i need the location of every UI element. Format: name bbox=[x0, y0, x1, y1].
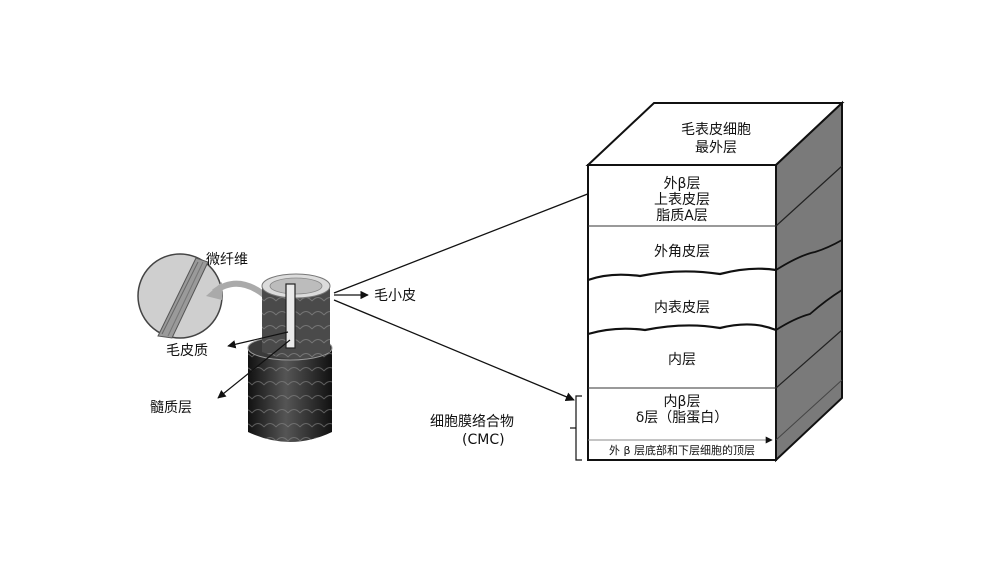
medulla-core bbox=[285, 283, 296, 349]
layer-inner-beta: 内β层 bbox=[664, 394, 701, 410]
endocuticle-boundary bbox=[587, 323, 777, 336]
label-cmc: 细胞膜络合物 bbox=[430, 414, 514, 430]
hair-cylinder bbox=[247, 273, 333, 442]
layer-inner: 内层 bbox=[668, 352, 696, 368]
layer-lipid-a: 脂质A层 bbox=[656, 208, 708, 224]
top-label-line1: 毛表皮细胞 bbox=[681, 122, 751, 138]
layer-exocuticle: 外角皮层 bbox=[654, 244, 710, 260]
layer-bottom: 外 β 层底部和下层细胞的顶层 bbox=[609, 443, 755, 457]
layer-endocuticle: 内表皮层 bbox=[654, 300, 710, 316]
cuticle-layer-block: 毛表皮细胞 最外层 外β层 上表皮层 脂质A层 外角皮层 内表皮层 内层 内β层… bbox=[570, 100, 845, 463]
microfibril-magnified-circle bbox=[137, 253, 223, 339]
layer-epicuticle: 上表皮层 bbox=[654, 192, 710, 208]
label-microfibril: 微纤维 bbox=[206, 252, 248, 268]
layer-outer-beta: 外β层 bbox=[664, 176, 701, 192]
block-side-face bbox=[775, 100, 843, 463]
label-cmc-abbr: (CMC) bbox=[462, 432, 505, 448]
top-label-line2: 最外层 bbox=[695, 140, 737, 156]
pointer-to-cmc bbox=[333, 299, 575, 402]
hair-strand-illustration: 微纤维 毛皮质 髓质层 毛小皮 细胞膜络合物 (CMC) bbox=[137, 170, 645, 448]
label-medulla: 髓质层 bbox=[150, 400, 192, 416]
label-cortex: 毛皮质 bbox=[166, 343, 208, 359]
cmc-bracket bbox=[575, 395, 582, 461]
exocuticle-boundary bbox=[587, 267, 777, 282]
label-cuticle: 毛小皮 bbox=[374, 288, 416, 304]
block-front-face bbox=[587, 164, 777, 461]
layer-delta: δ层（脂蛋白） bbox=[636, 410, 729, 426]
